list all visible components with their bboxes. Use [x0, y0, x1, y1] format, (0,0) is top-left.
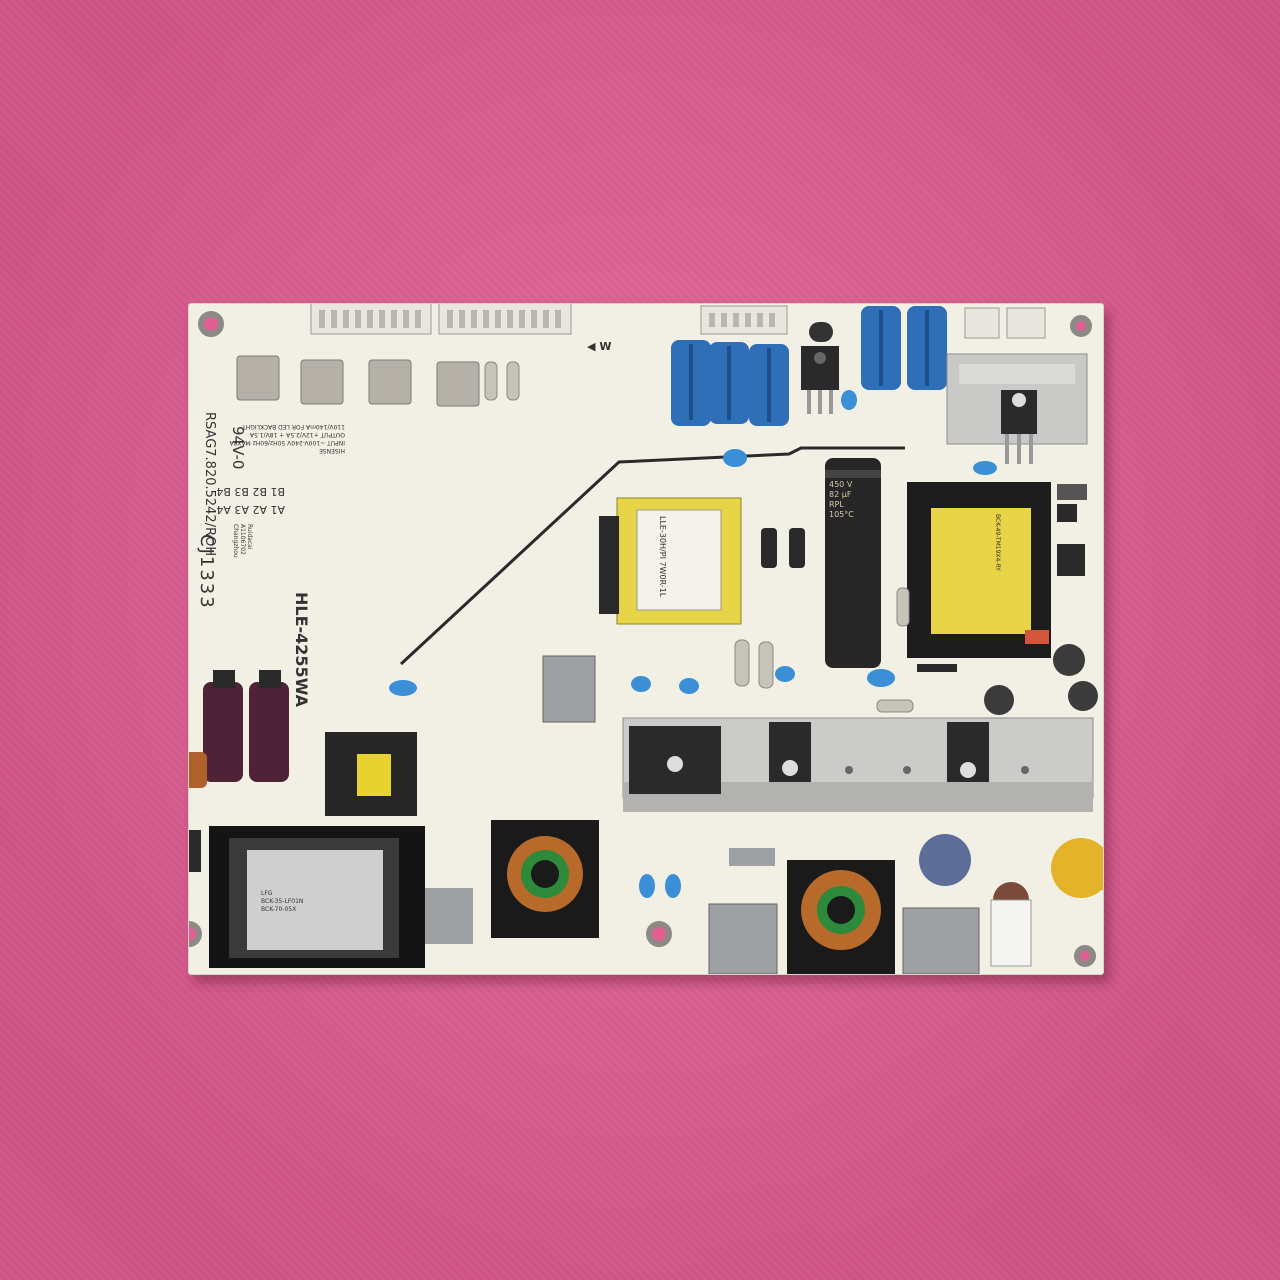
small-resistors-mid	[734, 587, 914, 713]
heatsink-top-right	[946, 353, 1088, 464]
mounting-rings	[189, 311, 1096, 967]
main-transformer-label: BCK-49-TM19X4-RY	[994, 514, 1001, 571]
varistors	[919, 834, 1103, 967]
bulk-cap-capacitance: 82 μF	[829, 490, 852, 499]
maker-line-2: A1106702	[239, 524, 246, 555]
power-supply-board: RSAG7.820.5242/ROH 94V-0 CJ1333 HLE-4255…	[188, 303, 1104, 975]
top-connector-small	[964, 307, 1046, 339]
board-components	[189, 304, 1103, 974]
bulk-capacitor	[825, 458, 881, 668]
board-code-label: CJ1333	[196, 534, 217, 610]
ic-chips-right	[984, 484, 1098, 715]
spec-line-3: OUTPUT +12V/2.5A + 18V/1.5A	[249, 431, 345, 438]
bottom-x-caps	[708, 848, 980, 974]
axial-diodes	[761, 528, 957, 672]
variant-row-b: B1 B2 B3 B4	[216, 485, 285, 498]
choke-label-3: BCK-70-05X	[261, 906, 297, 913]
bulk-cap-temperature: 105°C	[829, 510, 854, 519]
main-transformer	[907, 482, 1051, 658]
heatsink-bar	[622, 717, 1094, 812]
common-mode-chokes	[491, 820, 895, 974]
left-electrolytic-caps	[189, 670, 289, 788]
aux-transformer	[599, 497, 742, 625]
transistors-top	[801, 322, 839, 414]
spec-block: HISENSE INPUT ~100V-240V 50Hz/60Hz MAX2A…	[229, 422, 345, 454]
variant-b1: B1	[270, 485, 285, 498]
spec-line-1: HISENSE	[319, 447, 345, 454]
arrow-left-icon: ◀	[587, 340, 596, 353]
variant-b4: B4	[216, 485, 231, 498]
smd-inductors	[236, 355, 480, 407]
blue-electrolytic-caps	[671, 306, 947, 426]
bulk-cap-series: RPL	[829, 500, 844, 509]
large-choke	[189, 826, 473, 968]
top-connector-right	[438, 304, 572, 335]
variant-row-a: A1 A2 A3 A4	[216, 503, 285, 516]
variant-b2: B2	[252, 485, 267, 498]
variant-b3: B3	[234, 485, 249, 498]
maker-line-1: Ruidacai	[246, 524, 253, 550]
maker-block: Ruidacai A1106702 Changzhou	[232, 524, 253, 558]
bulk-cap-voltage: 450 V	[829, 480, 853, 489]
blue-ceramic-caps	[389, 390, 997, 898]
bulk-cap-markings: 450 V 82 μF RPL 105°C	[829, 480, 854, 520]
small-transformer	[325, 732, 417, 816]
arrow-label: W	[599, 340, 612, 353]
model-label: HLE-4255WA	[292, 592, 311, 707]
top-connector-left	[310, 304, 432, 335]
choke-label-2: BCK-35-LF01N	[261, 898, 304, 905]
x-capacitor-mid	[542, 655, 596, 723]
pcb-trace	[399, 446, 905, 666]
aux-transformer-label: LLE-30H/PI 7W0R-1L	[658, 516, 667, 598]
maker-line-3: Changzhou	[232, 524, 239, 558]
direction-arrow: ◀ W	[587, 340, 611, 353]
spec-line-4: 110V/140mA FOR LED BACKLIGHT	[242, 423, 345, 430]
variant-a2: A2	[252, 503, 267, 516]
variant-a3: A3	[234, 503, 249, 516]
choke-label-1: LFG	[261, 890, 273, 897]
choke-label: LFG BCK-35-LF01N BCK-70-05X	[261, 890, 303, 914]
spec-line-2: INPUT ~100V-240V 50Hz/60Hz MAX2A	[229, 439, 345, 446]
resistors-top	[484, 361, 520, 401]
variant-a1: A1	[270, 503, 285, 516]
top-connector-center	[700, 305, 788, 335]
variant-a4: A4	[216, 503, 231, 516]
